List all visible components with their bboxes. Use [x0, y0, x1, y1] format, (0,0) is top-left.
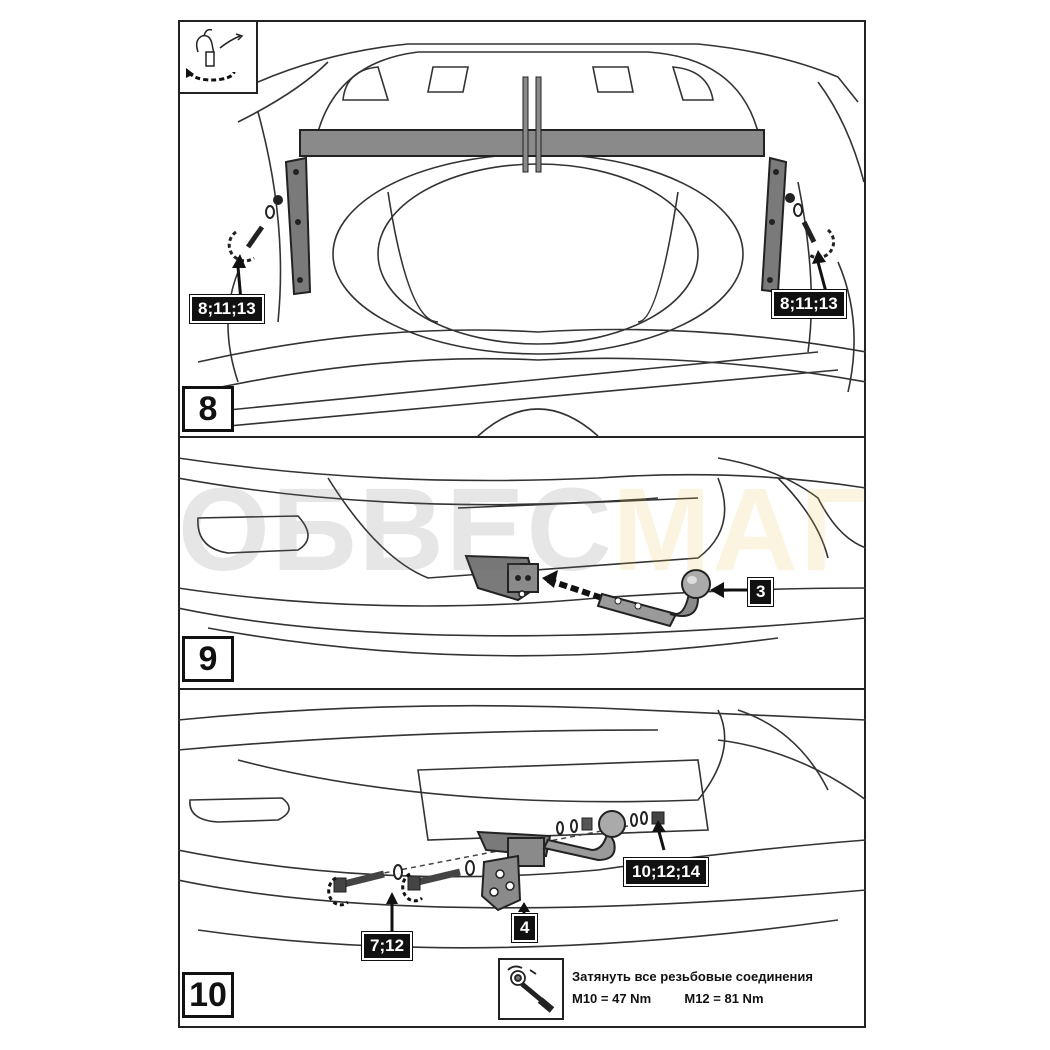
- tow-ball-part: [596, 569, 711, 628]
- watermark: ОБВЕСМАГ: [178, 470, 867, 590]
- callout-hardware-right: 8;11;13: [772, 290, 846, 318]
- step-number-10: 10: [182, 972, 234, 1018]
- step-8-drawing: [197, 43, 866, 436]
- step-10-drawing: [178, 704, 866, 949]
- watermark-part2: МАГ: [612, 464, 869, 596]
- torque-m12: M12 = 81 Nm: [684, 991, 764, 1006]
- panel-step-8: [178, 22, 866, 436]
- step-number-9: 9: [182, 636, 234, 682]
- hand-tighten-icon: [186, 28, 244, 82]
- panel-step-9: [178, 438, 866, 688]
- divider-8-9: [178, 436, 866, 438]
- torque-wrench-icon-box: [498, 958, 564, 1020]
- step-9-drawing: [178, 457, 866, 657]
- torque-note-line1: Затянуть все резьбовые соединения: [572, 969, 813, 984]
- watermark-part1: ОБВЕС: [178, 464, 613, 596]
- torque-m10: M10 = 47 Nm: [572, 991, 652, 1006]
- hand-tighten-icon-box: [180, 22, 258, 94]
- callout-nut-set: 10;12;14: [624, 858, 709, 886]
- right-bolt-set: [785, 193, 836, 293]
- callout-mounting-plate: 4: [512, 914, 538, 942]
- torque-wrench-icon: [507, 965, 555, 1013]
- mounting-plate-part: [480, 854, 522, 912]
- callout-tow-bar: 3: [748, 578, 774, 606]
- torque-note-values: M10 = 47 Nm M12 = 81 Nm: [572, 988, 813, 1010]
- divider-9-10: [178, 688, 866, 690]
- torque-note: Затянуть все резьбовые соединения M10 = …: [572, 966, 813, 1010]
- callout-bolt-set: 7;12: [362, 932, 413, 960]
- panel-step-10: [178, 690, 866, 1026]
- step-number-8: 8: [182, 386, 234, 432]
- callout-hardware-left: 8;11;13: [190, 295, 264, 323]
